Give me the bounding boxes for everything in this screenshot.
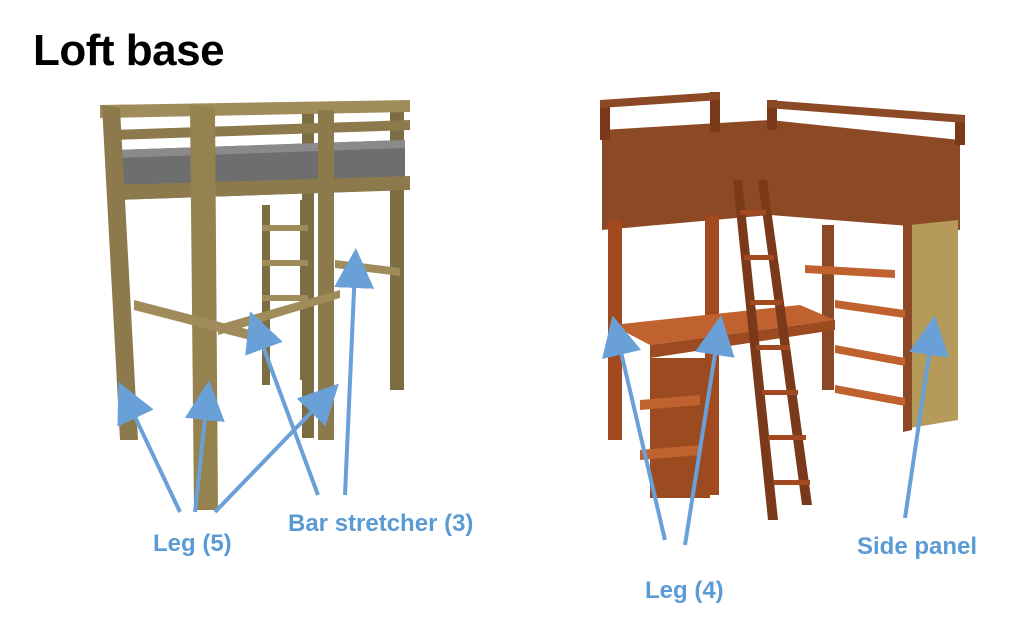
leg xyxy=(190,105,218,510)
leg xyxy=(318,110,334,440)
leg xyxy=(822,225,834,390)
arrow xyxy=(683,315,735,546)
shelf xyxy=(835,300,905,318)
arrow xyxy=(213,383,339,514)
arrow xyxy=(117,381,182,513)
arrow xyxy=(903,315,949,519)
label-bar-stretcher: Bar stretcher (3) xyxy=(288,510,474,537)
annotation-arrows-right xyxy=(602,315,949,546)
arrow xyxy=(334,248,375,496)
slide-title: Loft base xyxy=(33,26,225,75)
arrow xyxy=(602,315,667,541)
arrow xyxy=(184,380,225,513)
loft-bed-frame-left xyxy=(100,100,410,510)
ladder xyxy=(733,180,812,520)
shelf xyxy=(805,265,895,278)
annotation-arrows-left xyxy=(117,248,375,514)
arrow xyxy=(245,311,320,496)
loft-bed-desk-right xyxy=(600,92,965,520)
label-leg-right: Leg (4) xyxy=(645,577,724,604)
shelf xyxy=(835,345,905,366)
shelf xyxy=(835,385,905,406)
side-panel xyxy=(910,220,958,428)
ladder xyxy=(262,200,308,385)
label-side-panel: Side panel xyxy=(857,533,978,560)
label-leg-left: Leg (5) xyxy=(153,530,232,557)
leg xyxy=(102,105,138,440)
leg xyxy=(608,220,622,440)
